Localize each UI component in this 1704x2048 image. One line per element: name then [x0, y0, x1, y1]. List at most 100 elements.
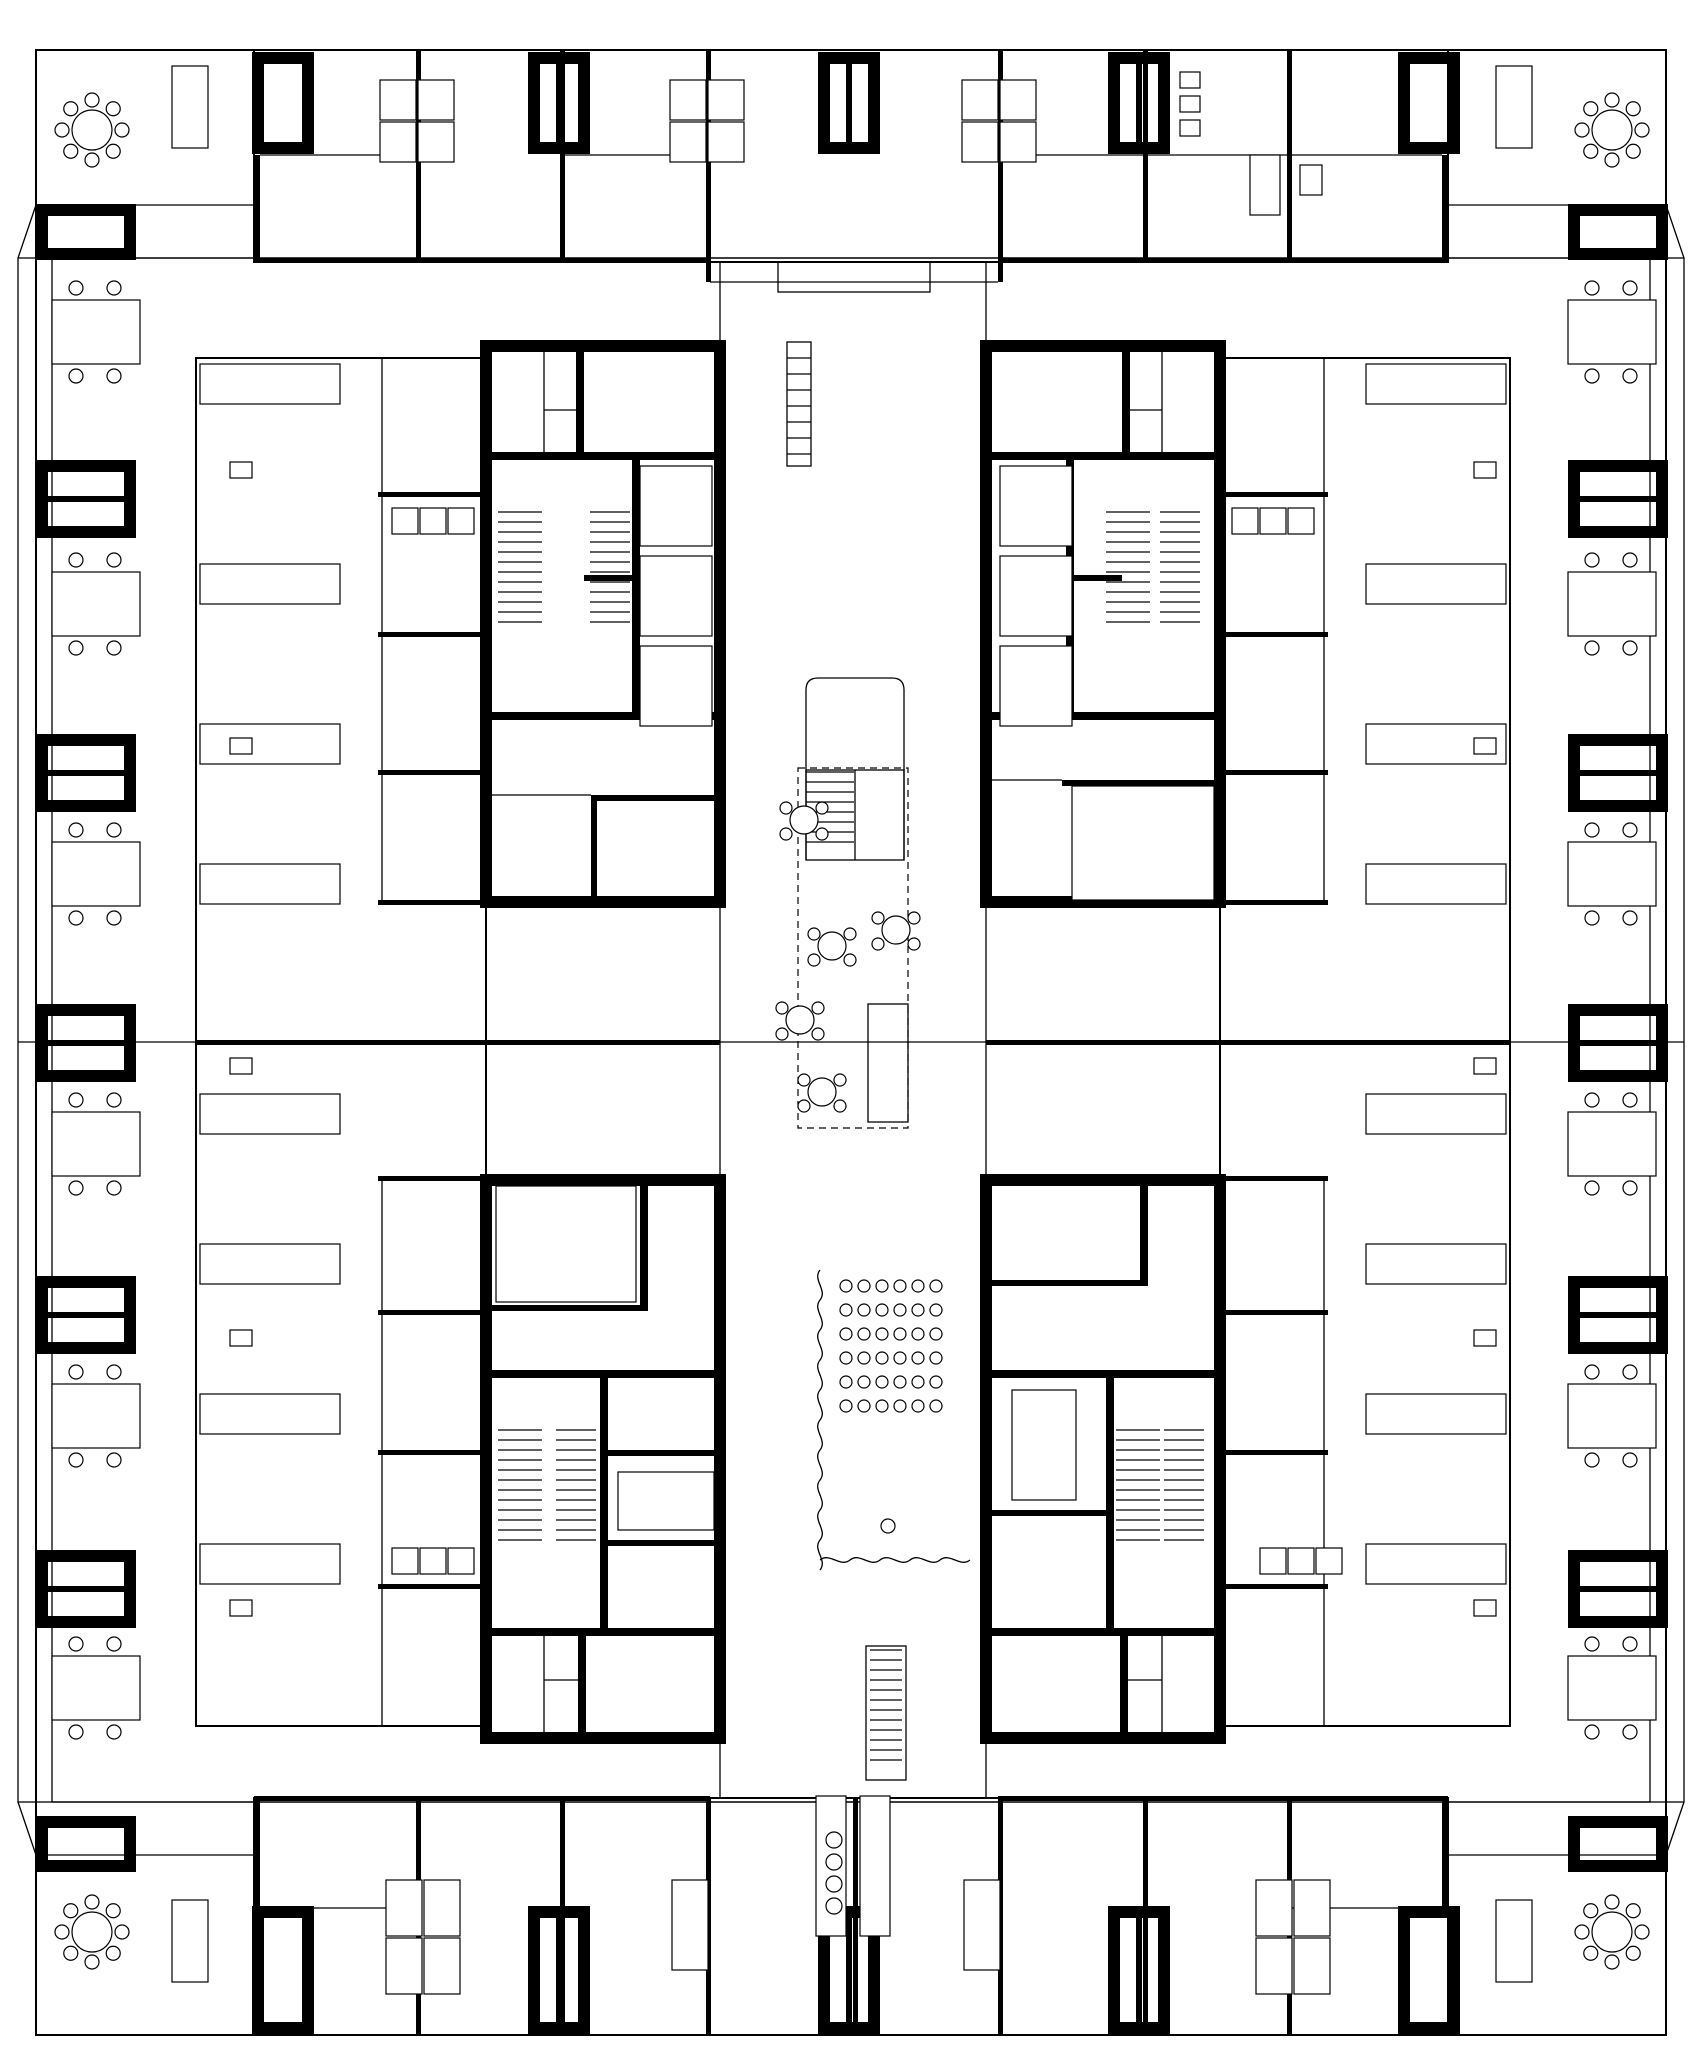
desk — [423, 1879, 461, 1937]
desk — [51, 299, 141, 365]
chair — [807, 953, 821, 967]
chair — [779, 801, 793, 815]
audience-seat — [911, 1327, 925, 1341]
chair — [833, 1073, 847, 1087]
chair — [1622, 640, 1638, 656]
chair — [1625, 1903, 1641, 1919]
desk — [963, 1879, 1001, 1971]
cafe-table — [785, 1005, 815, 1035]
desk — [51, 571, 141, 637]
chair — [1622, 280, 1638, 296]
furniture-box — [391, 1547, 419, 1575]
bed — [199, 363, 341, 405]
chair — [68, 552, 84, 568]
pier — [1398, 1906, 1460, 2034]
chair — [1584, 822, 1600, 838]
furniture-box — [1259, 507, 1287, 535]
desk — [707, 79, 745, 121]
desk — [1567, 299, 1657, 365]
elevator-car — [999, 465, 1073, 547]
chair — [105, 1903, 121, 1919]
desk — [1293, 1937, 1331, 1995]
furniture-box — [229, 737, 253, 755]
elevator-car — [999, 555, 1073, 637]
chair — [106, 1452, 122, 1468]
furniture-box — [1259, 1547, 1287, 1575]
chair — [1622, 822, 1638, 838]
furniture-box — [229, 1329, 253, 1347]
chair — [63, 1945, 79, 1961]
chair — [1574, 122, 1590, 138]
audience-seat — [929, 1375, 943, 1389]
audience-seat — [911, 1375, 925, 1389]
chair — [68, 368, 84, 384]
audience-seat — [857, 1327, 871, 1341]
chair — [1583, 143, 1599, 159]
pier — [818, 1906, 880, 2034]
pier — [252, 1906, 314, 2034]
chair — [871, 911, 885, 925]
bed — [1365, 1543, 1507, 1585]
structural-piers — [36, 52, 1668, 2034]
pier — [1398, 52, 1460, 154]
atrium — [786, 341, 971, 1781]
chair — [1604, 92, 1620, 108]
desk — [423, 1937, 461, 1995]
audience-seat — [893, 1327, 907, 1341]
bed — [199, 1543, 341, 1585]
chair — [106, 280, 122, 296]
top-office-block — [253, 49, 1449, 293]
cafe-table — [807, 1077, 837, 1107]
elevator-car — [639, 555, 713, 637]
audience-seat — [875, 1279, 889, 1293]
bed — [199, 863, 341, 905]
chair — [63, 1903, 79, 1919]
desk — [379, 79, 417, 121]
pier — [36, 1550, 136, 1628]
desk — [417, 79, 455, 121]
round-table — [1591, 109, 1633, 151]
chair — [63, 101, 79, 117]
chair — [1584, 280, 1600, 296]
chair — [63, 143, 79, 159]
chair — [1584, 1452, 1600, 1468]
pier — [1568, 204, 1668, 260]
furniture-box — [1315, 1547, 1343, 1575]
pier — [252, 52, 314, 154]
chair — [105, 143, 121, 159]
elevator-car — [639, 645, 713, 727]
chair — [84, 1894, 100, 1910]
chair — [1625, 101, 1641, 117]
desk — [1293, 1879, 1331, 1937]
chair — [1622, 368, 1638, 384]
pier — [36, 1276, 136, 1354]
audience-seat — [929, 1279, 943, 1293]
chair — [1625, 143, 1641, 159]
furniture-box — [1287, 1547, 1315, 1575]
chair — [1622, 1092, 1638, 1108]
audience-seat — [839, 1303, 853, 1317]
bed — [199, 1243, 341, 1285]
chair — [1622, 1724, 1638, 1740]
residential-zones — [195, 262, 1511, 1798]
furniture-box — [419, 507, 447, 535]
chair — [68, 1636, 84, 1652]
bed — [199, 1393, 341, 1435]
audience-seat — [857, 1351, 871, 1365]
desk — [417, 121, 455, 163]
audience-seat — [929, 1327, 943, 1341]
round-table — [1591, 1911, 1633, 1953]
chair — [779, 827, 793, 841]
stool — [825, 1831, 843, 1849]
pier — [1108, 52, 1170, 154]
bed — [199, 563, 341, 605]
elevator-car — [639, 465, 713, 547]
audience-seat — [839, 1375, 853, 1389]
furniture-box — [1249, 154, 1281, 216]
desk — [379, 121, 417, 163]
pier — [1568, 1276, 1668, 1354]
stool — [825, 1853, 843, 1871]
counter — [859, 1795, 891, 1937]
